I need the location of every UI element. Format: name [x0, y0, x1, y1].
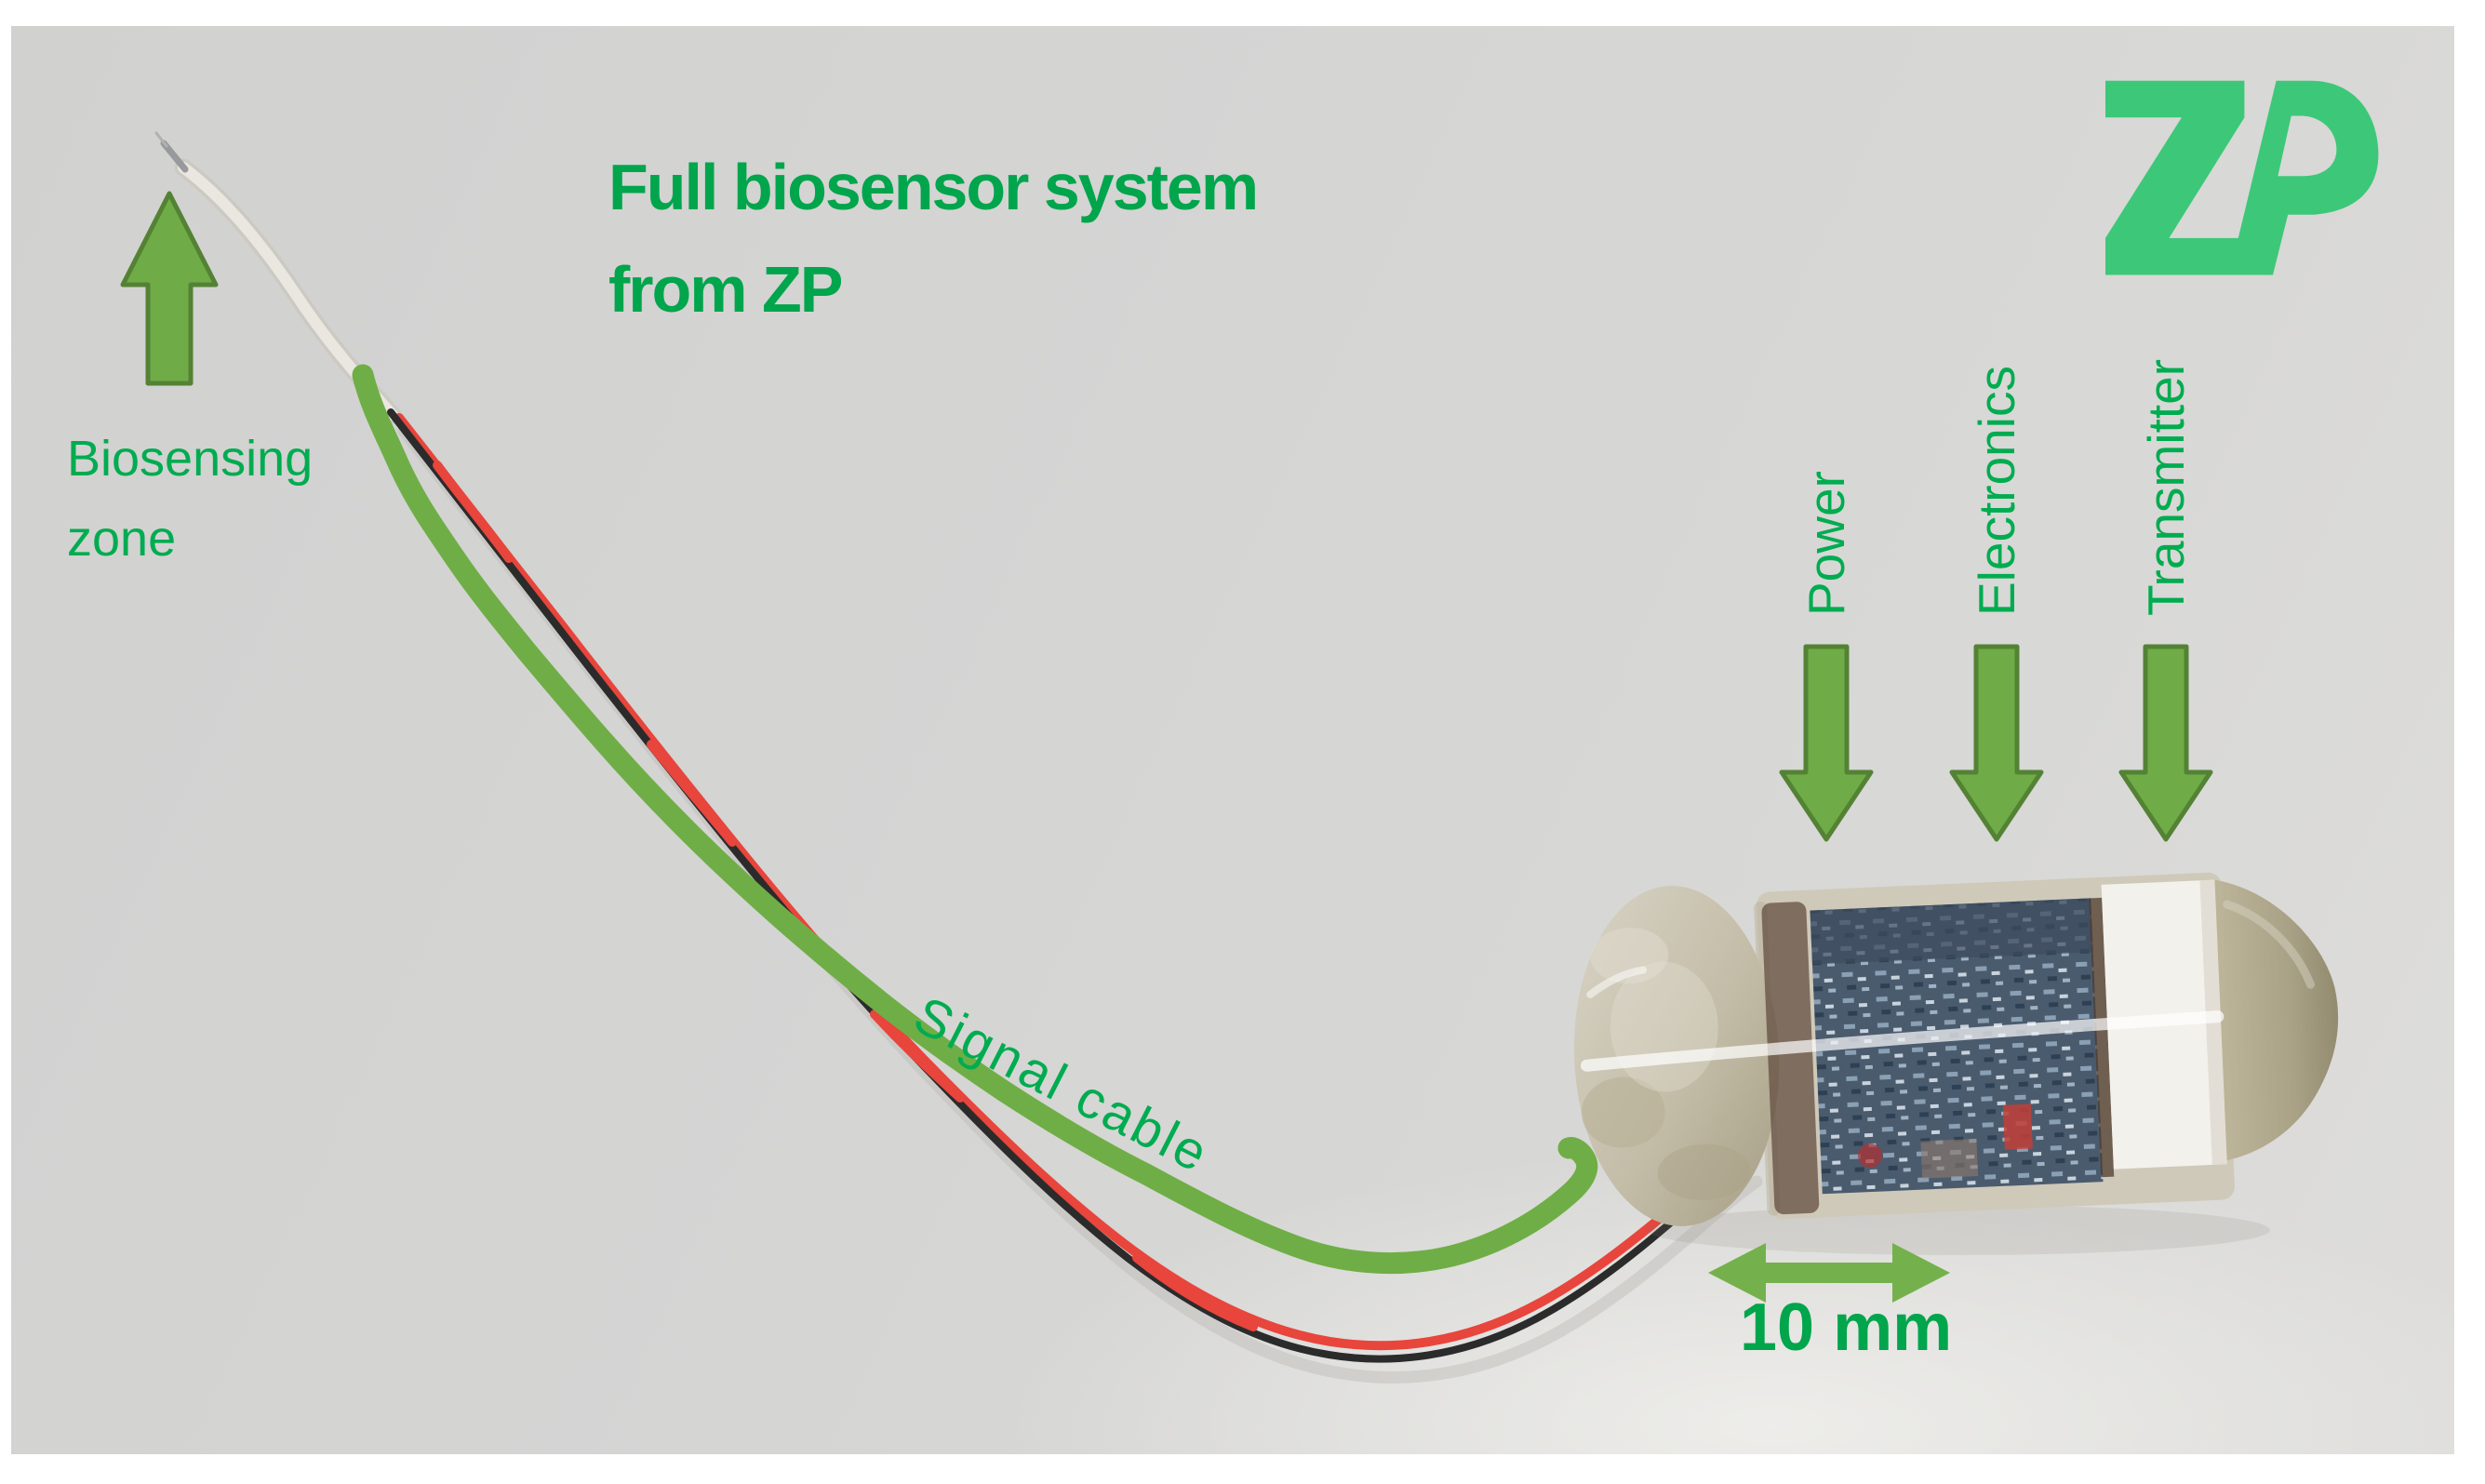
wire-red	[394, 413, 1743, 1351]
scale-label: 10 mm	[1740, 1290, 1953, 1365]
zp-logo-letter-p	[2229, 80, 2379, 275]
title-line-1: Full biosensor system	[608, 151, 1259, 223]
capsule-right-dome	[2214, 879, 2339, 1161]
pcb-red-component	[2002, 1103, 2033, 1150]
signal-cable-wires	[387, 408, 1747, 1363]
power-label: Power	[1797, 471, 1855, 616]
component-arrows-down	[1779, 644, 2213, 842]
electronics-arrow-down	[1949, 644, 2044, 842]
transmitter-arrow-down	[2118, 644, 2213, 842]
zp-logo	[2105, 80, 2379, 275]
slide-title: Full biosensor system from ZP	[608, 136, 1259, 341]
capsule-left-seal	[1761, 902, 1820, 1215]
capsule-shadow	[1647, 1205, 2270, 1255]
biosensing-arrow-up	[120, 191, 219, 386]
transmitter-label: Transmitter	[2137, 358, 2195, 616]
signal-cable-highlight-curve	[352, 364, 1598, 1275]
biosensing-zone-label: Biosensing zone	[67, 431, 314, 567]
wire-shadow	[397, 424, 1763, 1384]
power-arrow-down	[1779, 644, 1874, 842]
capsule-gloss-highlight	[1581, 1010, 2224, 1072]
scale-double-arrow	[1708, 1243, 1950, 1303]
electronics-label: Electronics	[1968, 366, 2025, 616]
title-line-2: from ZP	[608, 253, 843, 326]
wire-black	[387, 408, 1747, 1363]
capsule-right-seal	[2089, 897, 2115, 1178]
capsule-device	[1573, 872, 2339, 1226]
zp-logo-letter-z	[2105, 80, 2258, 275]
